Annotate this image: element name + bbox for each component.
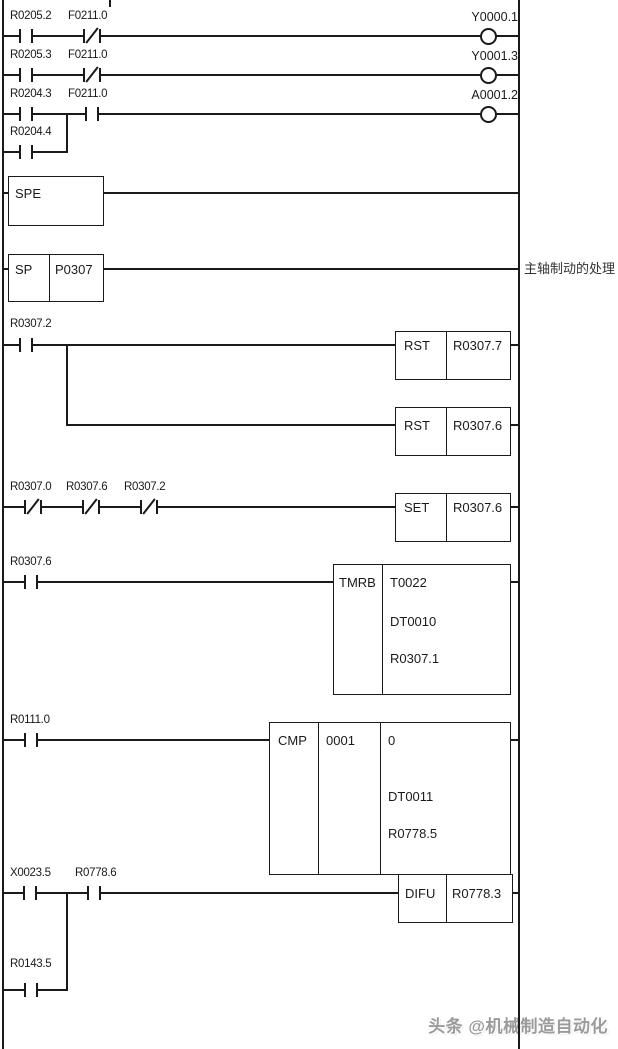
no-contact-r0143-5: [24, 982, 38, 998]
no-contact-r0307-6: [24, 574, 38, 590]
cell-divider: [318, 723, 319, 874]
no-contact-r0204-3: [19, 106, 33, 122]
contact-label: R0205.2: [10, 10, 52, 22]
rst2-op-label: RST: [404, 418, 430, 433]
right-power-rail: [518, 0, 520, 1049]
spe-block: SPE: [8, 176, 104, 226]
sp-op-label: SP: [15, 262, 33, 277]
nc-slash-icon: [85, 66, 99, 83]
cell-divider: [446, 875, 447, 922]
rung2-wire: [4, 74, 518, 76]
coil-a0001-2: [479, 105, 497, 123]
tmrb-timer-label: T0022: [390, 575, 427, 590]
tmrb-op-label: TMRB: [339, 575, 376, 590]
set-op-label: SET: [404, 500, 430, 515]
no-contact-f0211-0: [85, 106, 99, 122]
coil-label: A0001.2: [471, 88, 518, 102]
coil-y0001-3: [479, 66, 497, 84]
cell-divider: [446, 494, 447, 541]
no-contact-r0778-6: [87, 885, 101, 901]
coil-label: Y0001.3: [471, 49, 518, 63]
no-contact-r0205-3: [19, 67, 33, 83]
rst-block-1: RST R0307.7: [395, 331, 511, 380]
cell-divider: [382, 565, 383, 694]
cutoff-branch-stub: [109, 0, 111, 7]
contact-label: F0211.0: [68, 49, 108, 61]
tmrb-block: TMRB T0022 DT0010 R0307.1: [333, 564, 511, 695]
nc-contact-r0307-6: [82, 498, 100, 515]
spe-op-label: SPE: [15, 186, 42, 201]
contact-label: R0205.3: [10, 49, 52, 61]
rst2-branch-wire: [67, 424, 518, 426]
nc-slash-icon: [26, 498, 40, 515]
sp-block: SP P0307: [8, 254, 104, 302]
set-block: SET R0307.6: [395, 493, 511, 542]
difu-target-label: R0778.3: [452, 886, 502, 901]
contact-label: R0143.5: [10, 958, 52, 970]
contact-label: R0307.6: [10, 556, 52, 568]
rung3-branch-wire: [4, 151, 67, 153]
no-contact-r0205-2: [19, 28, 33, 44]
tmrb-preset-label: DT0010: [390, 614, 437, 629]
cmp-input1-label: 0: [388, 733, 396, 748]
rst1-target-label: R0307.7: [453, 338, 503, 353]
difu-block: DIFU R0778.3: [398, 874, 513, 923]
sp-rung-wire: [4, 268, 518, 270]
cmp-input2-label: DT0011: [388, 789, 434, 804]
no-contact-r0111-0: [24, 732, 38, 748]
rst-block-2: RST R0307.6: [395, 407, 511, 456]
cmp-op-label: CMP: [278, 733, 307, 748]
tmrb-output-label: R0307.1: [390, 651, 440, 666]
cell-divider: [49, 255, 50, 301]
coil-y0000-1: [479, 27, 497, 45]
coil-label: Y0000.1: [471, 10, 518, 24]
cmp-format-label: 0001: [326, 733, 355, 748]
rst2-target-label: R0307.6: [453, 418, 503, 433]
rung-comment: 主轴制动的处理: [524, 261, 616, 276]
nc-contact-f0211-0: [83, 66, 101, 83]
cmp-block: CMP 0001 0 DT0011 R0778.5: [269, 722, 511, 875]
cell-divider: [380, 723, 381, 874]
cmp-result-label: R0778.5: [388, 826, 438, 841]
contact-label: R0307.2: [124, 481, 166, 493]
rst-branch-vertical: [66, 344, 68, 426]
spe-rung-wire: [4, 192, 518, 194]
contact-label: F0211.0: [68, 88, 108, 100]
contact-label: R0778.6: [75, 867, 117, 879]
rst1-op-label: RST: [404, 338, 430, 353]
set-rung-wire: [4, 506, 518, 508]
contact-label: R0204.4: [10, 126, 52, 138]
cell-divider: [446, 408, 447, 455]
nc-slash-icon: [84, 498, 98, 515]
left-power-rail: [2, 0, 4, 1049]
no-contact-r0204-4: [19, 144, 33, 160]
contact-label: R0204.3: [10, 88, 52, 100]
difu-rung-wire: [4, 892, 518, 894]
nc-contact-r0307-2: [140, 498, 158, 515]
rst-rung-wire: [4, 344, 518, 346]
contact-label: R0307.2: [10, 318, 52, 330]
contact-label: R0307.6: [66, 481, 108, 493]
contact-label: R0111.0: [10, 714, 50, 726]
toutiao-watermark: 头条 @机械制造自动化: [428, 1017, 608, 1036]
no-contact-x0023-5: [23, 885, 37, 901]
no-contact-r0307-2: [19, 337, 33, 353]
rung3-branch-vertical: [66, 113, 68, 153]
rung1-wire: [4, 35, 518, 37]
difu-op-label: DIFU: [405, 886, 436, 901]
contact-label: X0023.5: [10, 867, 51, 879]
difu-branch-vertical: [66, 892, 68, 991]
nc-slash-icon: [85, 27, 99, 44]
contact-label: R0307.0: [10, 481, 52, 493]
rung3-wire: [4, 113, 518, 115]
nc-contact-r0307-0: [24, 498, 42, 515]
tmrb-rung-wire: [4, 581, 518, 583]
cmp-rung-wire: [4, 739, 518, 741]
set-target-label: R0307.6: [453, 500, 503, 515]
contact-label: F0211.0: [68, 10, 108, 22]
sp-param-label: P0307: [55, 262, 93, 277]
nc-slash-icon: [142, 498, 156, 515]
cell-divider: [446, 332, 447, 379]
nc-contact-f0211-0: [83, 27, 101, 44]
